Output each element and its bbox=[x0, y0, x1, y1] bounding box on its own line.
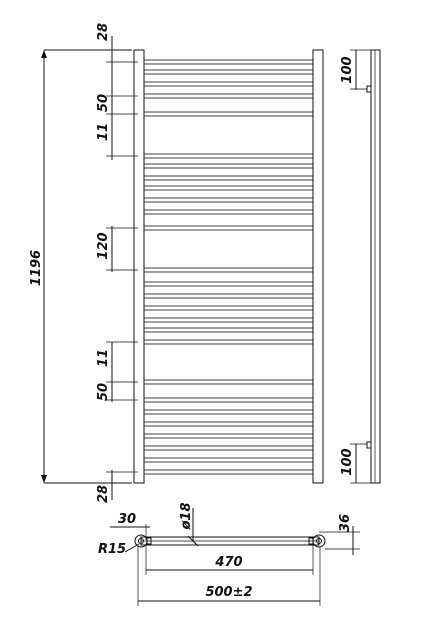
crossbar bbox=[143, 175, 314, 181]
middle-gap-label: 120 bbox=[96, 232, 111, 259]
crossbar bbox=[143, 153, 314, 159]
top-mount-offset-label: 100 bbox=[340, 56, 355, 83]
crossbar bbox=[143, 433, 314, 439]
crossbar bbox=[143, 317, 314, 323]
bottom-mount-bracket bbox=[366, 441, 372, 449]
inner-width-label: 470 bbox=[214, 555, 242, 570]
bottom-gap-label: 28 bbox=[96, 485, 111, 503]
top-gap-label: 28 bbox=[96, 23, 111, 41]
overall-height-label: 1196 bbox=[29, 250, 44, 286]
upper-thickness-label: 11 bbox=[96, 123, 111, 141]
crossbar bbox=[143, 379, 314, 385]
crossbar bbox=[143, 305, 314, 311]
crossbar bbox=[143, 81, 314, 87]
crossbar bbox=[143, 185, 314, 191]
crossbar bbox=[143, 93, 314, 99]
crossbar bbox=[143, 209, 314, 215]
crossbar bbox=[143, 327, 314, 333]
crossbar bbox=[143, 111, 314, 117]
crossbar bbox=[143, 163, 314, 169]
side-upright bbox=[370, 49, 381, 484]
crossbar bbox=[143, 339, 314, 345]
left-upright bbox=[133, 49, 145, 484]
crossbar bbox=[143, 445, 314, 451]
crossbar bbox=[143, 421, 314, 427]
crossbar bbox=[143, 293, 314, 299]
right-upright bbox=[312, 49, 324, 484]
overall-height-dimension: 1196 bbox=[29, 49, 132, 484]
tube-diameter-label: ø18 bbox=[179, 502, 194, 530]
lower-thickness-label: 11 bbox=[96, 349, 111, 367]
radius-label: R15 bbox=[98, 542, 126, 557]
bottom-view: 30 ø18 R15 36 470 500±2 bbox=[98, 502, 360, 606]
tube-offset-label: 30 bbox=[118, 512, 136, 527]
crossbar bbox=[143, 267, 314, 273]
crossbars bbox=[143, 59, 314, 475]
vertical-dimension-chain: 28 50 11 120 11 50 28 bbox=[96, 23, 138, 503]
side-view: 100 100 bbox=[340, 49, 381, 484]
upper-spacing-label: 50 bbox=[96, 94, 111, 112]
wall-clearance-label: 36 bbox=[338, 514, 353, 532]
crossbar bbox=[143, 225, 314, 231]
crossbar bbox=[143, 469, 314, 475]
front-view: 1196 28 50 11 120 bbox=[29, 23, 324, 503]
crossbar bbox=[143, 281, 314, 287]
crossbar bbox=[143, 197, 314, 203]
crossbar bbox=[143, 457, 314, 463]
crossbar bbox=[143, 397, 314, 403]
crossbar bbox=[143, 409, 314, 415]
bottom-mount-offset-label: 100 bbox=[340, 448, 355, 475]
lower-spacing-label: 50 bbox=[96, 383, 111, 401]
crossbar bbox=[143, 69, 314, 75]
overall-width-label: 500±2 bbox=[205, 585, 252, 600]
crossbar bbox=[143, 59, 314, 65]
top-mount-bracket bbox=[366, 85, 372, 93]
